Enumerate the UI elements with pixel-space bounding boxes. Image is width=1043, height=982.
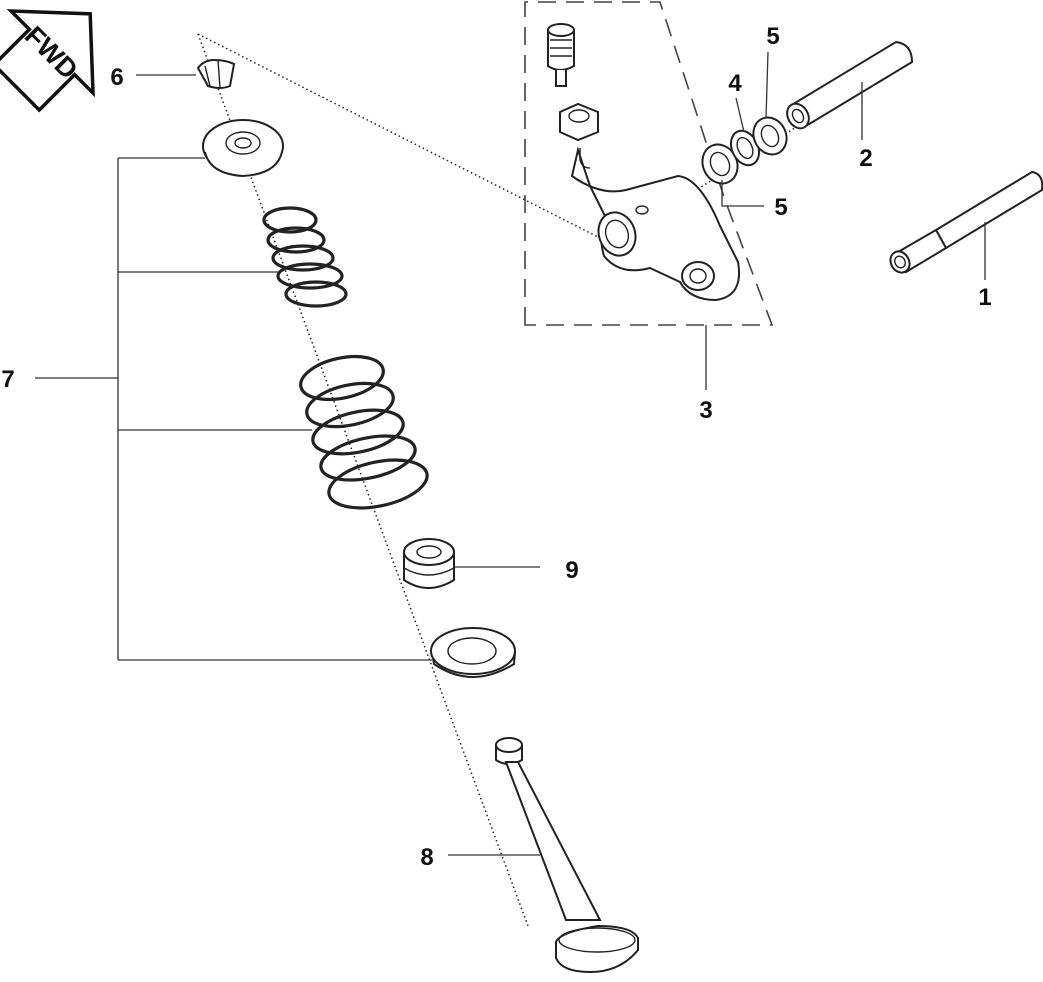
rocker-assembly-boundary: [524, 1, 774, 326]
callout-part-3: 3: [699, 397, 712, 424]
callout-part-4: 4: [728, 70, 742, 97]
shim-washer-outer: [752, 116, 788, 156]
valve-keeper: [196, 58, 236, 89]
inner-valve-spring: [262, 206, 348, 308]
outer-valve-spring: [299, 354, 429, 510]
rocker-arm-adjuster-screw: [547, 23, 575, 87]
callout-part-9: 9: [565, 557, 578, 584]
rocker-sleeve: [786, 40, 914, 130]
callout-part-2: 2: [859, 145, 872, 172]
rocker-arm: [570, 146, 740, 302]
valve-axis-line: [197, 33, 529, 927]
spring-retainer: [202, 119, 284, 178]
leader-lines: [35, 51, 986, 856]
valve: [495, 737, 639, 974]
valve-stem-seal: [403, 538, 455, 589]
pushrod-guide-line: [197, 33, 601, 239]
callout-part-7: 7: [1, 366, 14, 393]
rocker-arm-lock-nut: [559, 102, 599, 142]
spring-seat-washer: [430, 627, 516, 678]
callout-part-5-bottom: 5: [774, 194, 787, 221]
rocker-shaft: [889, 170, 1043, 274]
forward-direction-arrow: FWD: [0, 9, 95, 113]
callout-part-5-top: 5: [766, 23, 779, 50]
callout-part-6: 6: [110, 64, 123, 91]
callout-labels: 1 2 3 4 5 5 6 7 8 9: [1, 23, 991, 871]
callout-part-8: 8: [420, 844, 433, 871]
callout-part-1: 1: [978, 284, 991, 311]
